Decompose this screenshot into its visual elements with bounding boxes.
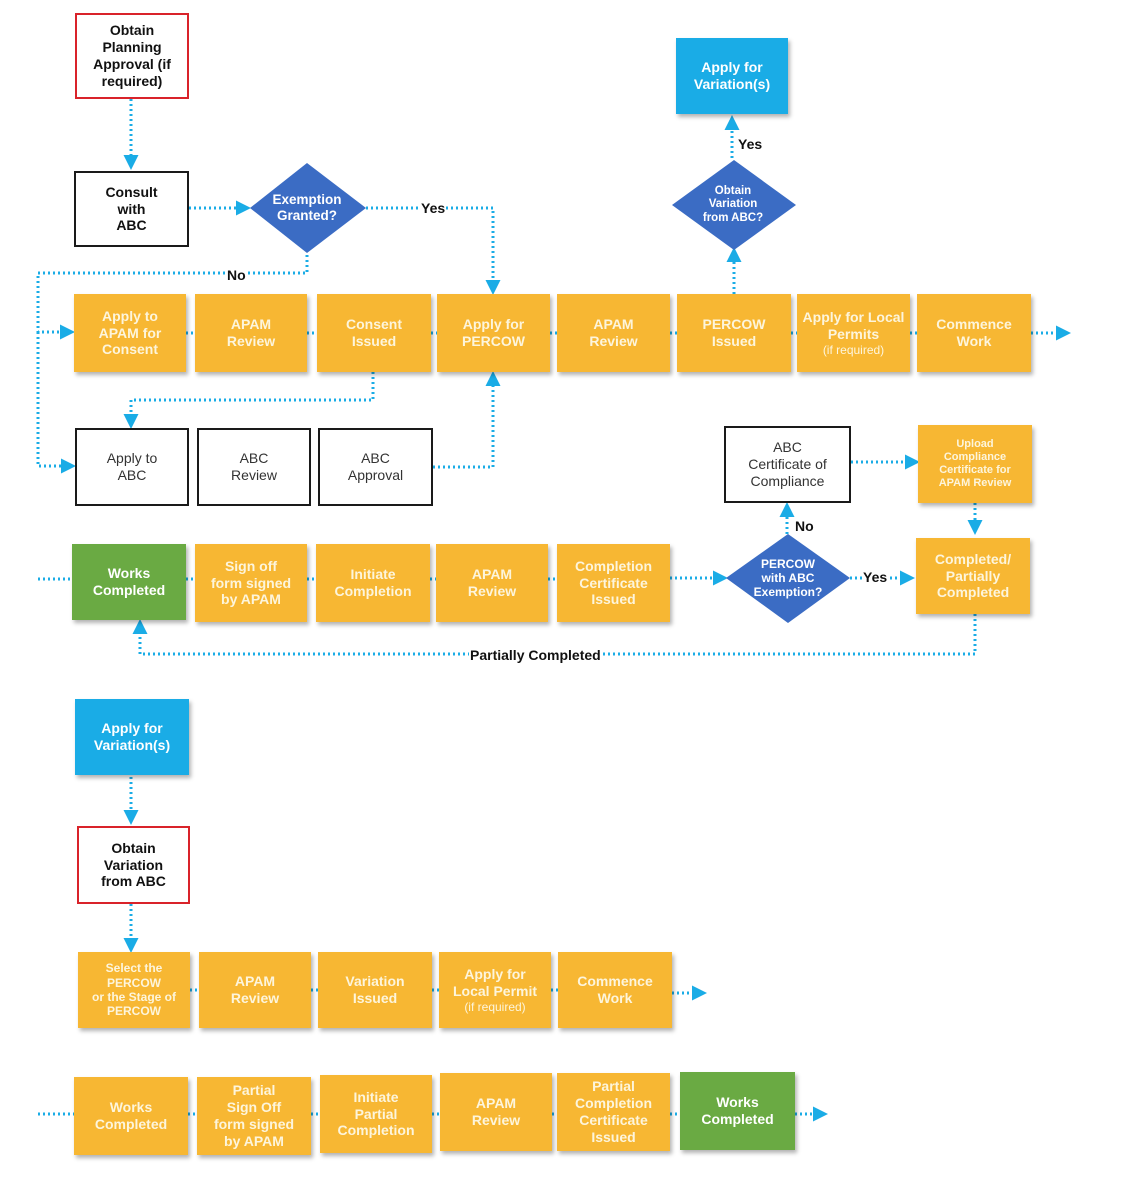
apply-local-permits-label: Apply for Local Permits: [802, 309, 905, 342]
apply-local-permits-note: (if required): [822, 342, 885, 357]
apam-review-box-5: APAM Review: [440, 1073, 552, 1151]
percow-exemption-label: PERCOW with ABC Exemption?: [753, 557, 823, 599]
decision-exemption-granted-shape: [250, 163, 366, 253]
apam-review-box-3: APAM Review: [436, 544, 548, 622]
apply-local-permit-note: (if required): [464, 999, 526, 1014]
initiate-partial-completion-box: Initiate Partial Completion: [320, 1075, 432, 1153]
apam-review-box-1: APAM Review: [195, 294, 307, 372]
works-completed-box-2: Works Completed: [74, 1077, 188, 1155]
works-completed-box-3: Works Completed: [680, 1072, 795, 1150]
connector-partially-completed: [132, 614, 977, 656]
completion-certificate-box: Completion Certificate Issued: [557, 544, 670, 622]
apply-local-permit-box: Apply for Local Permit (if required): [439, 952, 551, 1028]
decision-percow-exemption-shape: [726, 534, 850, 623]
connector-exemption-no: [36, 255, 309, 340]
percow-issued-box: PERCOW Issued: [677, 294, 791, 372]
apam-review-box-2: APAM Review: [557, 294, 670, 372]
abc-approval-box: ABC Approval: [318, 428, 433, 506]
completed-partially-box: Completed/ Partially Completed: [916, 538, 1030, 614]
apply-to-abc-box: Apply to ABC: [75, 428, 189, 506]
upload-compliance-box: Upload Compliance Certificate for APAM R…: [918, 425, 1032, 503]
decision-obtain-variation-shape: [672, 160, 796, 250]
consult-with-abc-box: Consult with ABC: [74, 171, 189, 247]
sign-off-form-box: Sign off form signed by APAM: [195, 544, 307, 622]
edge-label-no-exemption: No: [226, 267, 247, 283]
apply-for-variation-top-box: Apply for Variation(s): [676, 38, 788, 114]
apam-review-box-4: APAM Review: [199, 952, 311, 1028]
edge-label-partially-completed: Partially Completed: [469, 647, 602, 663]
connector-exemption-yes: [366, 206, 501, 295]
abc-review-box: ABC Review: [197, 428, 311, 506]
works-completed-box-1: Works Completed: [72, 544, 186, 620]
partial-completion-certificate-box: Partial Completion Certificate Issued: [557, 1073, 670, 1151]
apply-apam-consent-box: Apply to APAM for Consent: [74, 294, 186, 372]
connector-consent-to-apply-abc: [123, 372, 375, 429]
connector-abc-approval-to-percow: [433, 371, 501, 469]
consent-issued-box: Consent Issued: [317, 294, 431, 372]
apply-for-percow-box: Apply for PERCOW: [437, 294, 550, 372]
edge-label-no-percow: No: [795, 518, 814, 534]
edge-label-yes-variation: Yes: [738, 136, 763, 152]
edge-label-yes-exemption: Yes: [420, 200, 447, 216]
abc-certificate-box: ABC Certificate of Compliance: [724, 426, 851, 503]
variation-issued-box: Variation Issued: [318, 952, 432, 1028]
obtain-planning-approval-box: Obtain Planning Approval (if required): [75, 13, 189, 99]
commence-work-box-2: Commence Work: [558, 952, 672, 1028]
commence-work-box-1: Commence Work: [917, 294, 1031, 372]
exemption-granted-label: Exemption Granted?: [272, 192, 342, 223]
initiate-completion-box: Initiate Completion: [316, 544, 430, 622]
connector-no-to-apply-abc: [36, 332, 76, 474]
obtain-variation-abc-box: Obtain Variation from ABC: [77, 826, 190, 904]
apply-for-variation-box-2: Apply for Variation(s): [75, 699, 189, 775]
apply-local-permit-label: Apply for Local Permit: [452, 966, 538, 999]
partial-sign-off-box: Partial Sign Off form signed by APAM: [197, 1077, 311, 1155]
edge-label-yes-percow: Yes: [862, 569, 889, 585]
select-percow-box: Select the PERCOW or the Stage of PERCOW: [78, 952, 190, 1028]
apply-local-permits-box: Apply for Local Permits (if required): [797, 294, 910, 372]
obtain-variation-decision-label: Obtain Variation from ABC?: [702, 185, 764, 224]
